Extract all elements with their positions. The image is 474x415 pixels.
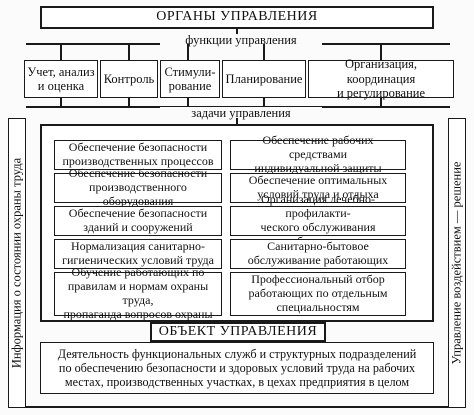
connector <box>236 118 238 125</box>
task-equipment-safety: Обеспечение безопасности производственно… <box>54 166 222 208</box>
task-professional-selection: Профессиональный отбор работающих по отд… <box>230 272 406 316</box>
function-stimulation-box: Стимули- рование <box>160 60 220 98</box>
connector <box>263 98 265 107</box>
connector <box>380 98 382 107</box>
task-sanitary-normalization: Нормализация санитарно- гигиенических ус… <box>54 239 222 269</box>
task-medical-service: Организация лечебно-профилакти- ческого … <box>230 193 406 248</box>
decision-label: Управление воздействием — решение <box>449 161 464 365</box>
tasks-label: задачи управления <box>160 106 322 121</box>
feedback-info-bar: Информация о состоянии охраны труда <box>8 118 26 408</box>
management-bodies-header: ОРГАНЫ УПРАВЛЕНИЯ <box>40 6 434 29</box>
connector <box>263 44 265 62</box>
task-buildings-safety: Обеспечение безопасности зданий и сооруж… <box>54 206 222 236</box>
connector <box>26 106 450 108</box>
function-planning-box: Планирование <box>222 60 306 98</box>
task-protective-equipment: Обеспечение рабочих средствами индивидуа… <box>230 133 406 175</box>
task-process-safety: Обеспечение безопасности производственны… <box>54 140 222 170</box>
functions-label: функции управления <box>160 33 322 48</box>
connector <box>187 98 189 107</box>
connector <box>26 406 450 408</box>
task-training: Обучение работающих по правилам и нормам… <box>54 266 222 321</box>
connector <box>60 98 62 107</box>
connector <box>60 44 62 62</box>
decision-bar: Управление воздействием — решение <box>448 118 466 408</box>
task-optimal-conditions: Обеспечение оптимальных условий труда и … <box>230 173 406 203</box>
feedback-info-label: Информация о состоянии охраны труда <box>9 157 24 369</box>
object-description: Деятельность функциональных служб и стру… <box>40 342 434 394</box>
connector <box>128 98 130 107</box>
function-control-box: Контроль <box>100 60 158 98</box>
connector <box>128 44 130 62</box>
connector <box>187 44 189 62</box>
function-accounting-box: Учет, анализ и оценка <box>24 60 98 98</box>
object-header: ОБЪЕКТ УПРАВЛЕНИЯ <box>150 322 326 342</box>
task-sanitary-service: Санитарно-бытовое обслуживание работающи… <box>230 239 406 269</box>
connector <box>380 44 382 62</box>
function-organization-box: Организация, координация и регулирование <box>308 57 454 100</box>
